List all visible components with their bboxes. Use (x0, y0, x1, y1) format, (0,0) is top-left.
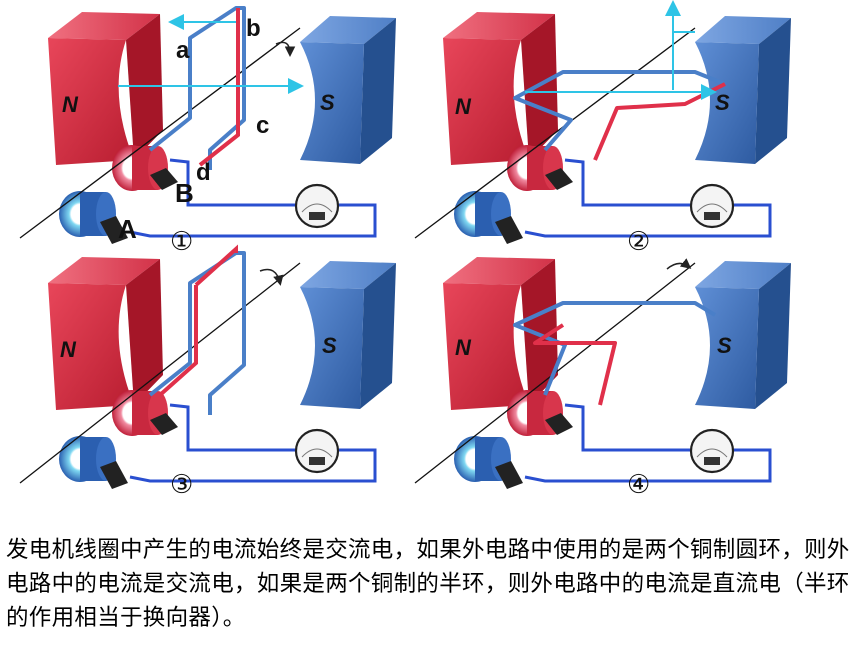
caption-text: 发电机线圈中产生的电流始终是交流电，如果外电路中使用的是两个铜制圆环，则外电路中… (6, 537, 850, 631)
coil (513, 301, 717, 396)
north-pole-label: N (60, 337, 77, 362)
label-b: b (246, 15, 261, 42)
rotation-arrow (666, 258, 692, 270)
rotation-arrow (275, 41, 296, 57)
panel-number: ③ (170, 470, 193, 500)
south-pole-label: S (320, 90, 335, 115)
generator-diagram: N S a b c d B A ① N S ② N S ③ (19, 0, 793, 500)
label-ring-a: A (118, 214, 137, 244)
north-pole-label: N (455, 94, 472, 119)
south-pole-label: S (717, 333, 732, 358)
south-pole-label: S (322, 333, 337, 358)
panel-number: ① (170, 227, 193, 257)
panel-3: N S ③ (19, 244, 398, 500)
rotation-axis (414, 27, 696, 239)
rotation-axis (19, 262, 301, 484)
north-pole-label: N (455, 335, 472, 360)
panel-1: N S a b c d B A ① (19, 6, 398, 257)
coil (148, 251, 246, 415)
panel-number: ④ (627, 470, 650, 500)
label-d: d (196, 159, 211, 186)
north-pole-label: N (62, 92, 79, 117)
panel-4: N S ④ (414, 255, 793, 500)
coil (513, 70, 726, 152)
panel-2: N S ② (414, 0, 793, 257)
label-a: a (176, 37, 190, 64)
label-c: c (256, 112, 269, 139)
label-ring-b: B (175, 178, 194, 208)
south-pole-label: S (715, 90, 730, 115)
coil (148, 6, 246, 170)
panel-number: ② (627, 227, 650, 257)
rotation-arrow (259, 268, 284, 286)
rotation-axis (19, 27, 301, 239)
